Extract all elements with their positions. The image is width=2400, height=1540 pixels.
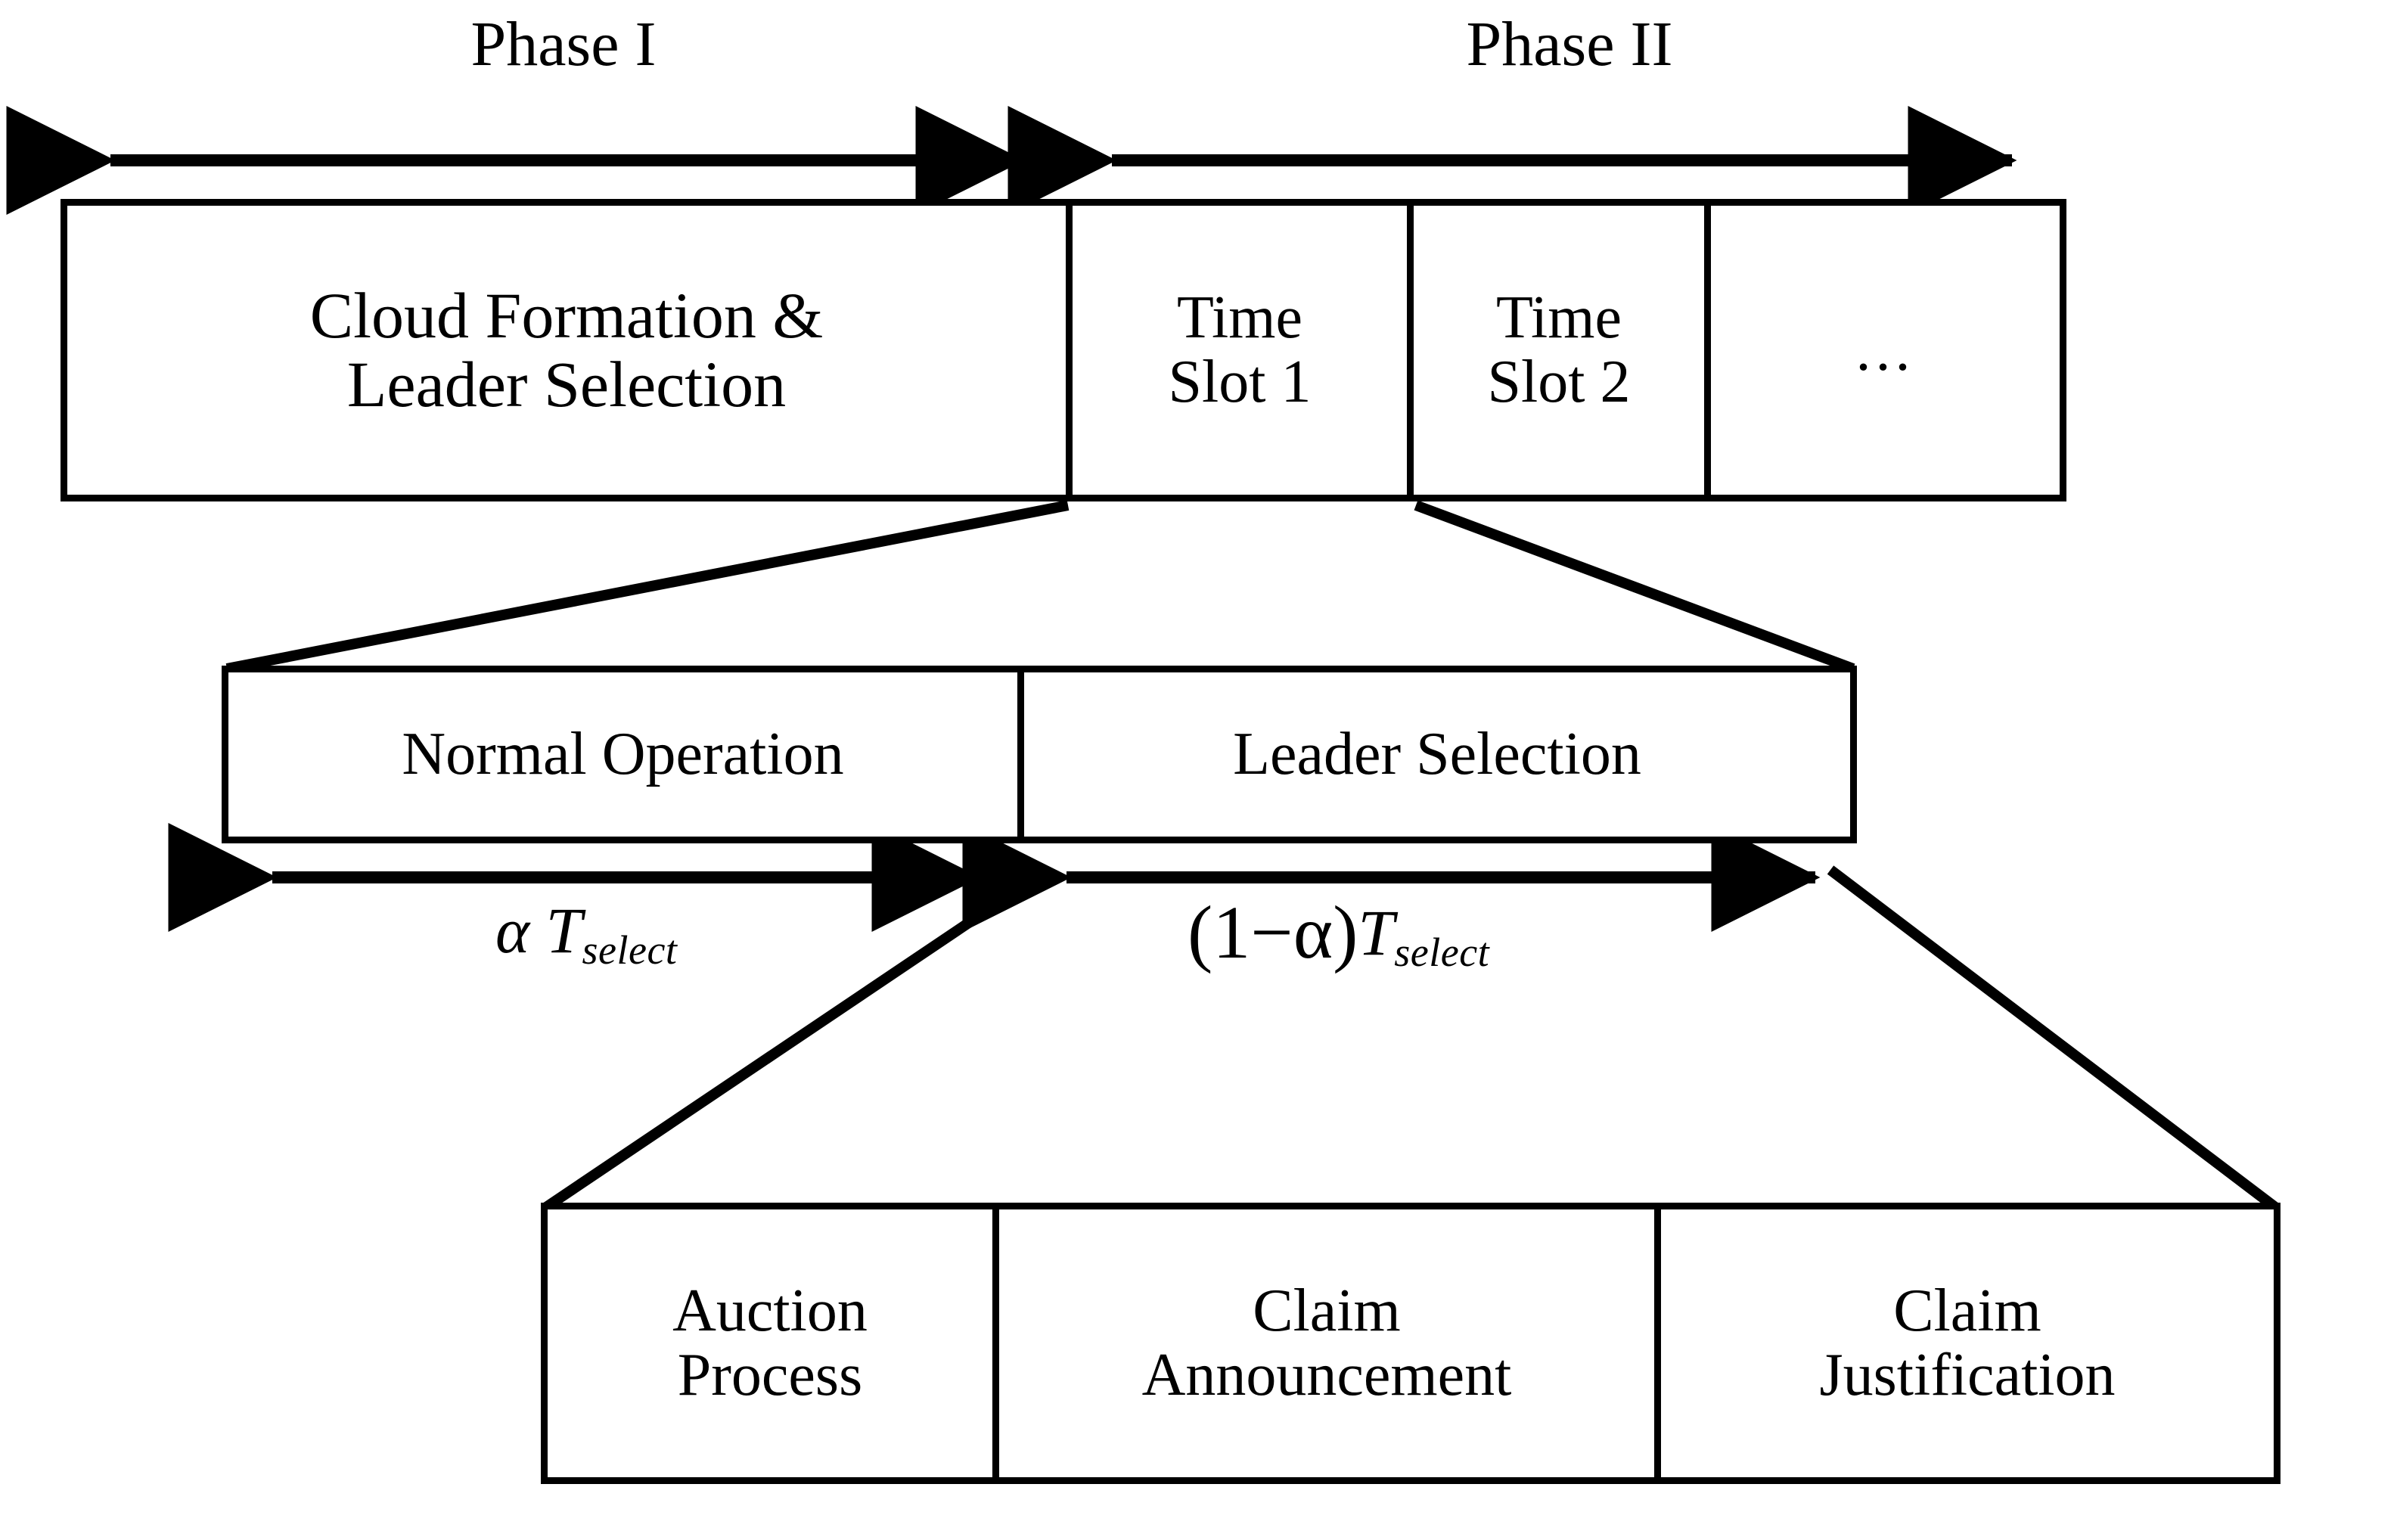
slot-expansion-guides: [225, 500, 1855, 674]
timeline-cell-time-slot-1[interactable]: Time Slot 1: [1066, 206, 1407, 495]
time-slot-1-line-2: Slot 1: [1168, 349, 1312, 415]
leader-selection-text: Leader Selection: [1233, 721, 1641, 788]
timeline-cell-ellipsis[interactable]: ...: [1704, 206, 2060, 495]
alpha-t-select-label: α Tselect: [495, 893, 677, 973]
leader-cell-auction-process[interactable]: Auction Process: [548, 1209, 992, 1477]
cloud-formation-line-1: Cloud Formation &: [309, 278, 824, 352]
leader-selection-row: Auction Process Claim Announcement Claim…: [541, 1203, 2280, 1484]
ellipsis-text: ...: [1855, 316, 1915, 383]
phase-2-label: Phase II: [1074, 8, 2065, 81]
phase-2-label-text: Phase II: [1466, 9, 1673, 79]
time-slot-1-line-1: Time: [1176, 284, 1302, 352]
phase-1-label-text: Phase I: [470, 9, 657, 79]
leader-cell-claim-announcement[interactable]: Claim Announcement: [992, 1209, 1654, 1477]
alpha-symbol: α: [495, 894, 530, 967]
timeline-row: Cloud Formation & Leader Selection Time …: [61, 199, 2066, 501]
t-subscript-2: select: [1394, 930, 1490, 976]
claim-justification-line-2: Justification: [1819, 1342, 2116, 1408]
claim-announcement-line-2: Announcement: [1141, 1342, 1512, 1408]
slot-cell-leader-selection[interactable]: Leader Selection: [1017, 672, 1850, 837]
claim-justification-line-1: Claim: [1893, 1278, 2041, 1345]
slot-breakdown-row: Normal Operation Leader Selection: [222, 666, 1857, 843]
timeline-cell-cloud-formation[interactable]: Cloud Formation & Leader Selection: [67, 206, 1066, 495]
timeline-cell-time-slot-2[interactable]: Time Slot 2: [1407, 206, 1704, 495]
t-symbol-2: T: [1358, 896, 1395, 969]
time-slot-2-line-2: Slot 2: [1487, 349, 1631, 415]
leader-cell-claim-justification[interactable]: Claim Justification: [1654, 1209, 2274, 1477]
time-slot-2-line-1: Time: [1495, 284, 1622, 352]
phase-1-label: Phase I: [61, 8, 1066, 81]
one-minus-alpha-expression: (1−α): [1188, 890, 1358, 974]
t-symbol-1: T: [545, 894, 582, 967]
one-minus-alpha-t-select-label: (1−α)Tselect: [1188, 889, 1489, 976]
auction-process-line-1: Auction: [672, 1278, 868, 1345]
slot-cell-normal-operation[interactable]: Normal Operation: [228, 672, 1017, 837]
auction-process-line-2: Process: [677, 1342, 863, 1408]
cloud-formation-line-2: Leader Selection: [346, 348, 787, 421]
t-subscript-1: select: [582, 927, 678, 973]
claim-announcement-line-1: Claim: [1253, 1278, 1401, 1345]
normal-operation-text: Normal Operation: [402, 721, 844, 788]
leader-selection-expansion-guides: [543, 865, 2279, 1212]
